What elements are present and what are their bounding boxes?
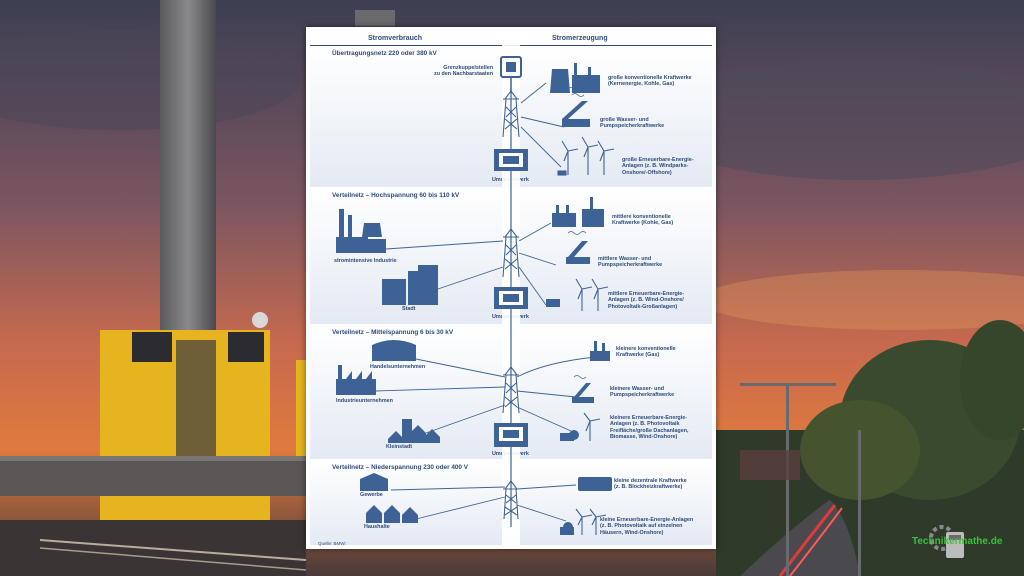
pylon-icon-4 [503, 480, 519, 520]
small-hydro-plant-icon [572, 375, 594, 403]
column-header-generation: Stromerzeugung [552, 35, 608, 42]
commerce-building-icon [360, 473, 388, 491]
small-renewables-icon [560, 412, 601, 441]
label-small-renewable-installations: kleine Erneuerbare-Energie-Anlagen(z. B.… [600, 517, 694, 536]
household-icon [366, 505, 418, 523]
watermark: Technikermathe.de [912, 536, 1003, 547]
label-large-conventional-plants: große konventionelle Kraftwerke(Kernener… [608, 75, 692, 88]
medium-power-plant-icon [552, 197, 604, 227]
small-gas-plant-icon [590, 341, 610, 361]
label-commerce: Gewerbe [360, 492, 383, 498]
pylon-icon-1 [502, 90, 520, 138]
industrial-company-icon [336, 365, 376, 395]
label-large-renewables: große Erneuerbare-Energie-Anlagen (z. B.… [622, 157, 694, 176]
source-note: Quelle: BMWi [318, 541, 346, 546]
small-town-icon [388, 419, 440, 443]
label-energy-intensive-industry: stromintensive Industrie [334, 258, 397, 264]
chimney [160, 0, 216, 330]
pylon-icon-2 [502, 228, 520, 278]
large-hydro-plant-icon [562, 87, 590, 127]
label-city: Stadt [402, 306, 416, 312]
substation-icon-3 [494, 423, 528, 447]
label-decentral-plants: kleine dezentrale Kraftwerke(z. B. Block… [614, 478, 687, 491]
city-icon [382, 265, 438, 305]
substation-icon-2 [494, 287, 528, 309]
label-retail-companies: Handelsunternehmen [370, 364, 426, 370]
section-title-high-voltage: Verteilnetz – Hochspannung 60 bis 110 kV [332, 192, 460, 199]
substation-icon-1 [494, 149, 528, 171]
column-header-consumption: Stromverbrauch [368, 35, 423, 42]
section-title-medium-voltage: Verteilnetz – Mittelspannung 6 bis 30 kV [332, 329, 454, 336]
label-small-renewables: kleinere Erneuerbare-Energie-Anlagen (z.… [610, 415, 689, 441]
large-wind-farm-icon [557, 136, 615, 176]
chp-plant-icon [578, 477, 612, 491]
label-industrial-companies: Industrieunternehmen [336, 398, 393, 404]
pylon-icon-3 [502, 366, 520, 414]
industry-icon [336, 209, 386, 253]
calculator-gear-logo-icon [929, 525, 964, 558]
label-small-town: Kleinstadt [386, 444, 413, 450]
diagram-graphics [336, 45, 615, 545]
small-household-renewables-icon [560, 508, 607, 535]
medium-hydro-plant-icon [566, 231, 590, 264]
retail-building-icon [372, 340, 416, 361]
medium-renewables-icon [546, 278, 609, 311]
large-power-plant-icon [550, 63, 600, 93]
section-title-low-voltage: Verteilnetz – Niederspannung 230 oder 40… [332, 464, 469, 471]
section-title-transmission: Übertragungsnetz 220 oder 380 kV [332, 50, 437, 57]
label-households: Haushalte [364, 524, 390, 530]
label-medium-renewables: mittlere Erneuerbare-Energie-Anlagen (z.… [608, 291, 685, 310]
